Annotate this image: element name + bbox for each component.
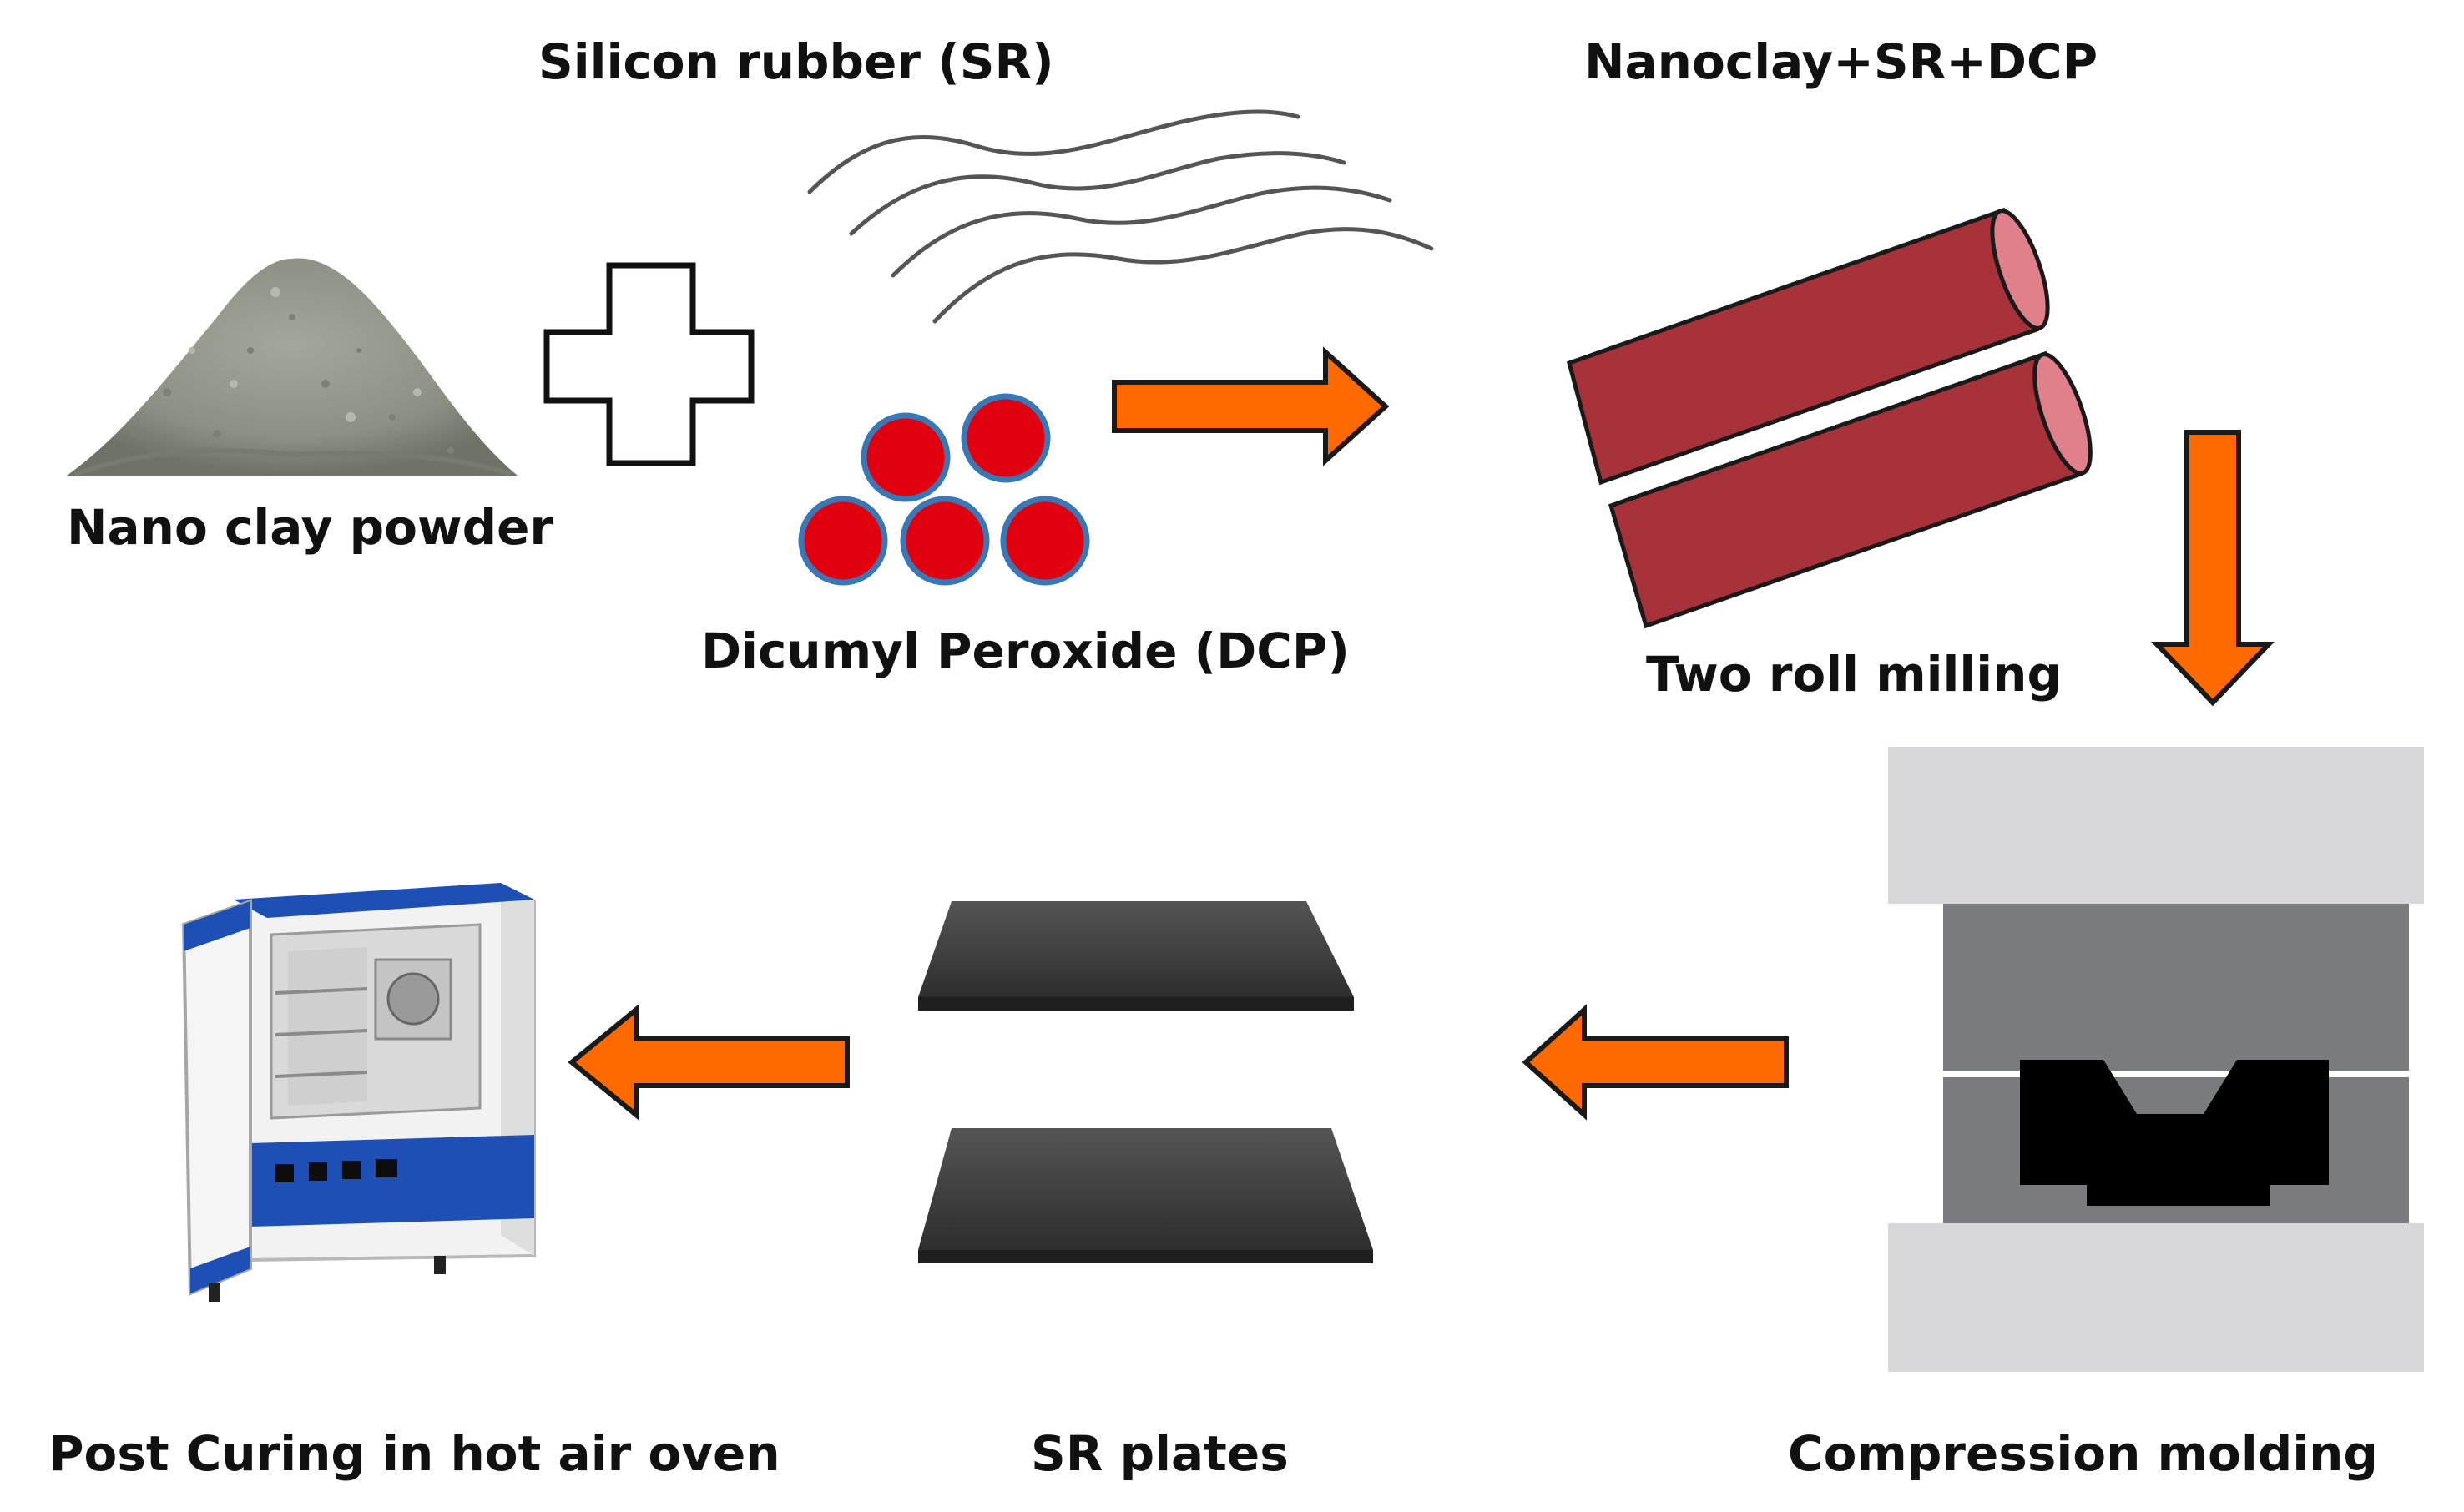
oven-icon	[181, 882, 536, 1302]
label-sr-plates: SR plates	[1031, 1425, 1289, 1482]
sr-plates-icon	[918, 901, 1373, 1263]
label-compression-molding: Compression molding	[1788, 1425, 2378, 1482]
plus-icon	[543, 262, 755, 466]
arrow-right-icon	[1112, 346, 1390, 466]
dcp-balls-icon	[798, 393, 1090, 586]
arrow-left-icon	[568, 1004, 850, 1121]
arrow-down-icon	[2150, 430, 2275, 707]
rollers-icon	[1566, 207, 2093, 629]
rubber-strands-icon	[807, 109, 1434, 324]
powder-pile-icon	[67, 258, 518, 476]
label-silicon-rubber: Silicon rubber (SR)	[538, 33, 1054, 90]
label-two-roll-milling: Two roll milling	[1646, 646, 2062, 703]
label-post-curing: Post Curing in hot air oven	[48, 1425, 780, 1482]
press-mold-icon	[1888, 747, 2424, 1372]
label-nano-clay-powder: Nano clay powder	[67, 499, 553, 556]
arrow-left-icon	[1522, 1004, 1789, 1121]
label-mixture: Nanoclay+SR+DCP	[1584, 33, 2098, 90]
label-dicumyl-peroxide: Dicumyl Peroxide (DCP)	[701, 622, 1350, 679]
